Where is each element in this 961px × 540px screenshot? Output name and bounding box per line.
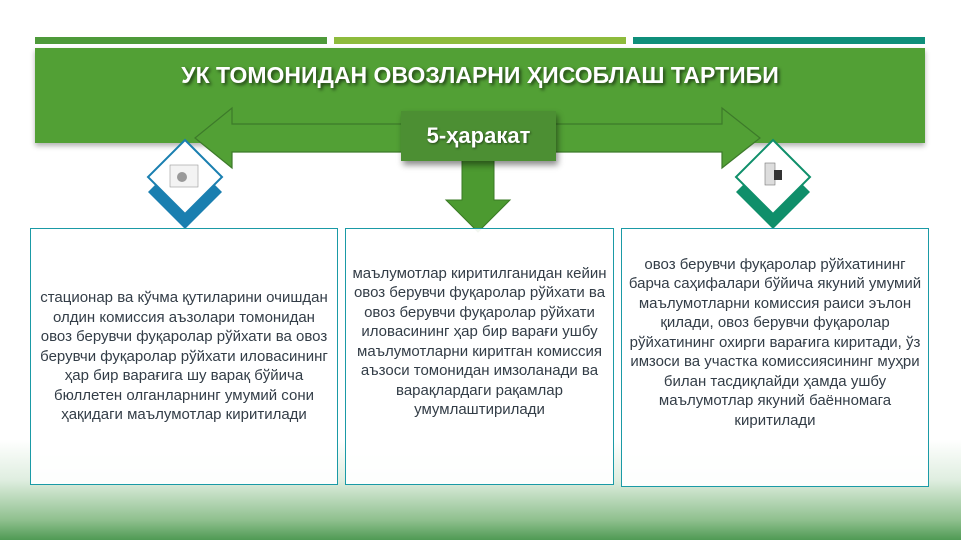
step-box-1: стационар ва кўчма қутиларини очишдан ол…	[30, 228, 338, 485]
step-box-text: стационар ва кўчма қутиларини очишдан ол…	[40, 289, 328, 424]
step-box-text: овоз берувчи фуқаролар рўйхатининг барча…	[628, 255, 922, 429]
down-arrow	[444, 159, 512, 233]
stamp-icon	[734, 138, 812, 229]
step-label: 5-ҳаракат	[401, 111, 556, 161]
accent-bar-1	[35, 37, 327, 44]
step-box-text: маълумотлар киритилганидан кейин овоз бе…	[352, 264, 607, 419]
accent-bar-3	[633, 37, 925, 44]
step-box-2: маълумотлар киритилганидан кейин овоз бе…	[345, 228, 614, 485]
page-title: УК ТОМОНИДАН ОВОЗЛАРНИ ҲИСОБЛАШ ТАРТИБИ	[181, 62, 779, 88]
accent-bar-2	[334, 37, 626, 44]
step-box-3: овоз берувчи фуқаролар рўйхатининг барча…	[621, 228, 929, 487]
ballot-box-icon	[146, 138, 224, 229]
